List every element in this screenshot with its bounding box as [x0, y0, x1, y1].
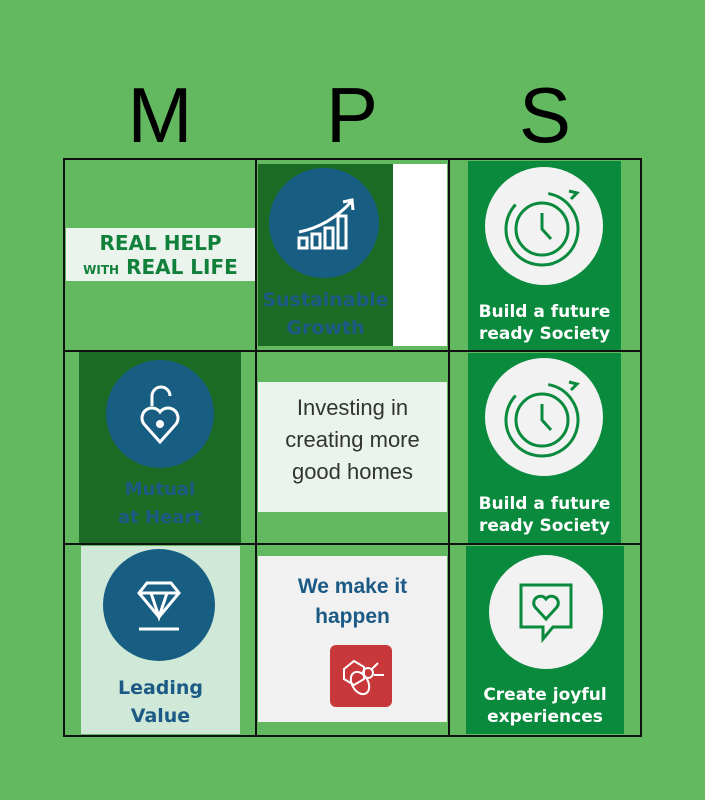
- logo-line1: REAL HELP: [99, 231, 222, 255]
- real-help-logo: REAL HELP WITH REAL LIFE: [66, 228, 255, 282]
- clock-icon: [485, 167, 603, 285]
- label-line2: experiences: [487, 707, 603, 727]
- cell-sustainable-growth[interactable]: Sustainable Growth: [258, 164, 447, 346]
- growth-chart-icon: [269, 168, 379, 278]
- heart-message-icon: [489, 555, 603, 669]
- grid-line: [63, 735, 642, 737]
- grid-line: [255, 158, 257, 737]
- cell-future-ready-1[interactable]: Build a future ready Society: [468, 161, 621, 350]
- label-line2: happen: [315, 605, 390, 628]
- cell-good-homes[interactable]: Investing in creating more good homes: [258, 382, 447, 512]
- label-line2: Growth: [286, 317, 365, 339]
- label-line1: Create joyful: [483, 685, 607, 705]
- cell-create-joyful[interactable]: Create joyful experiences: [466, 546, 624, 734]
- label-line2: creating more: [285, 427, 420, 452]
- logo-line2: WITH REAL LIFE: [83, 255, 238, 279]
- cell-mutual-at-heart[interactable]: Mutual at Heart: [79, 352, 241, 543]
- grid-line: [640, 158, 642, 737]
- label-line2: Value: [130, 705, 191, 727]
- cell-we-make-it-happen[interactable]: We make it happen: [258, 556, 447, 722]
- grid-line: [448, 158, 450, 737]
- diamond-icon: [103, 549, 215, 661]
- header-letter-m: M: [127, 71, 193, 159]
- cell-leading-value[interactable]: Leading Value: [81, 546, 240, 734]
- label-line1: Sustainable: [262, 289, 389, 311]
- cell-real-help[interactable]: REAL HELP WITH REAL LIFE: [66, 228, 255, 281]
- grid-line: [63, 158, 65, 737]
- heart-lock-icon: [106, 360, 214, 468]
- label-line2: ready Society: [478, 324, 611, 344]
- label-line2: ready Society: [478, 516, 611, 536]
- grid-line: [63, 158, 642, 160]
- header-letter-p: P: [325, 71, 379, 159]
- label-line1: Build a future: [478, 494, 611, 514]
- label-line1: Mutual: [124, 479, 196, 500]
- label-line3: good homes: [291, 459, 414, 484]
- label-line1: Build a future: [478, 302, 611, 322]
- label-line1: We make it: [297, 575, 408, 598]
- bee-icon: [330, 645, 392, 707]
- cell-future-ready-2[interactable]: Build a future ready Society: [468, 353, 621, 543]
- grid-line: [63, 350, 642, 352]
- clock-icon: [485, 358, 603, 476]
- label-line1: Investing in: [296, 395, 409, 420]
- grid-line: [63, 543, 642, 545]
- header-letter-s: S: [518, 71, 572, 159]
- label-line1: Leading: [117, 677, 204, 699]
- label-line2: at Heart: [118, 507, 202, 528]
